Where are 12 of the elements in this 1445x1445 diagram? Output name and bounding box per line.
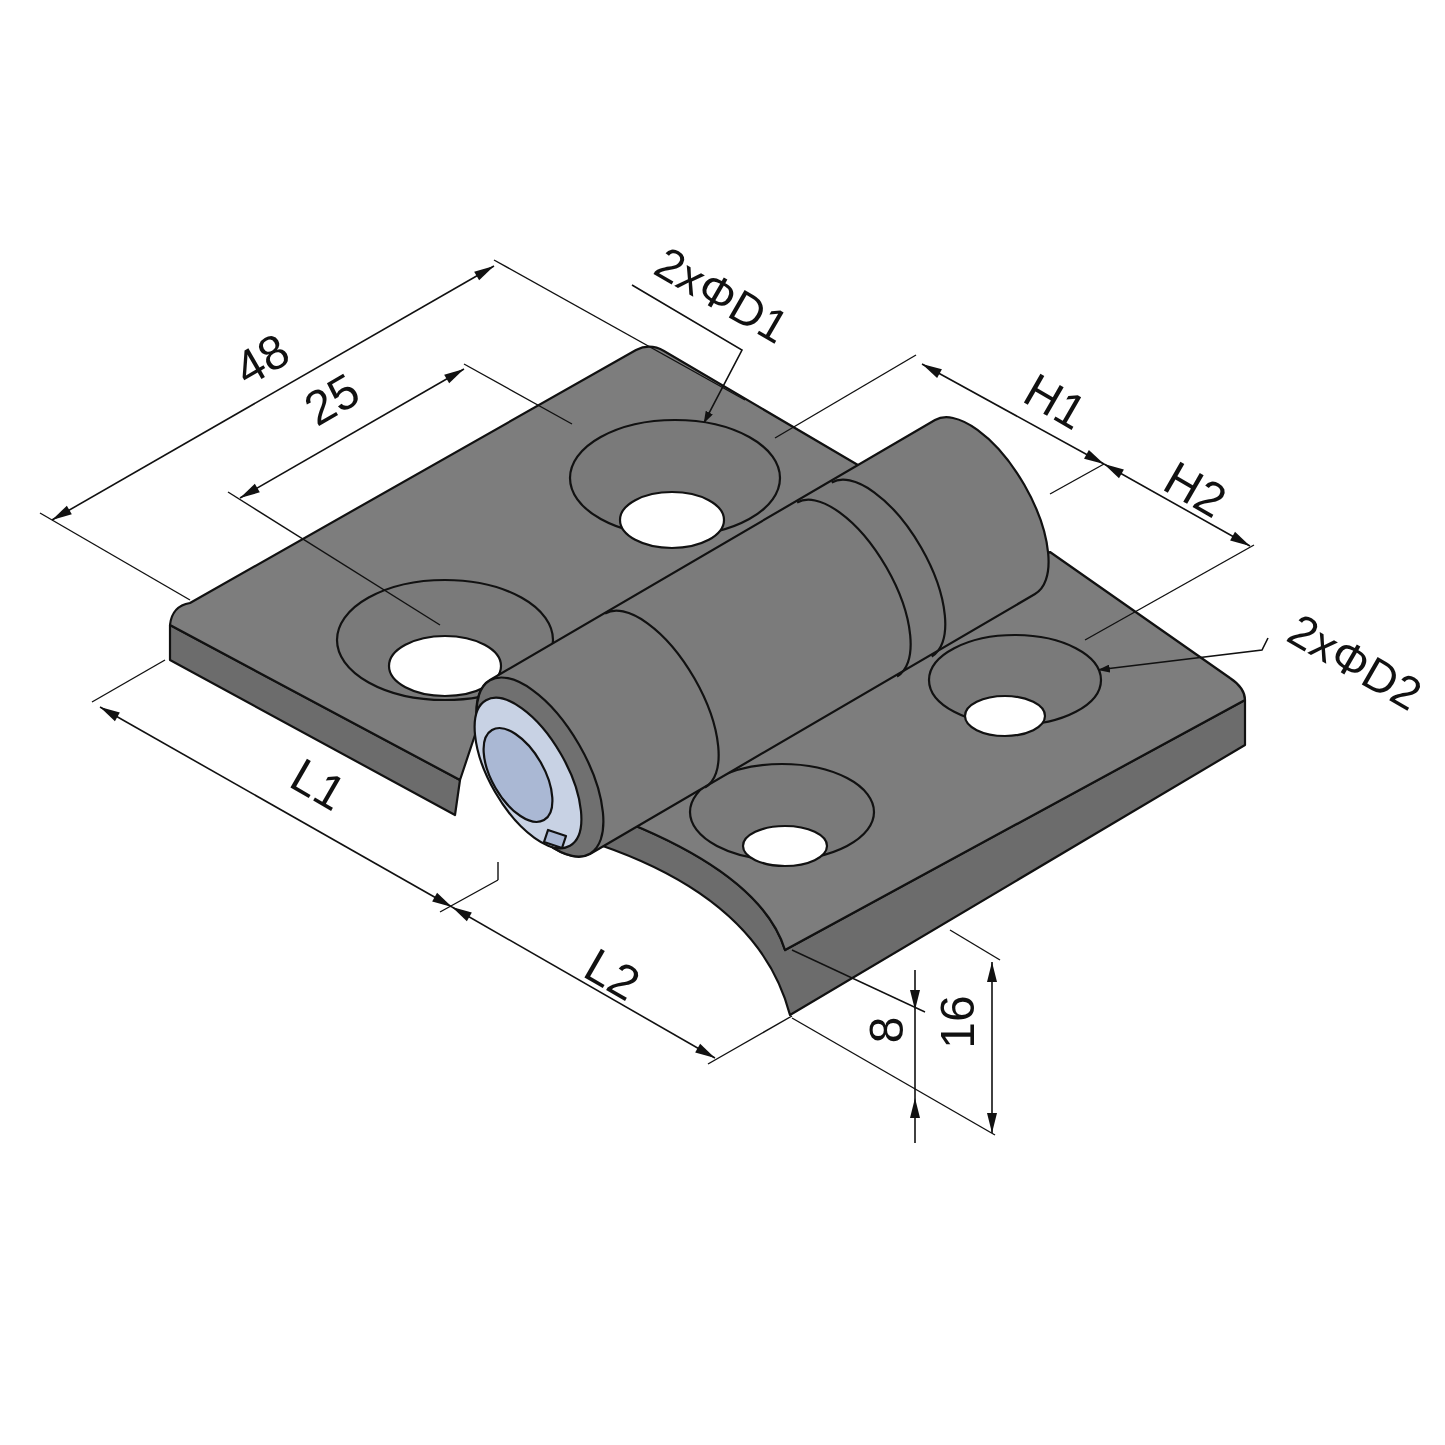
dimension-label: 25: [296, 365, 368, 435]
dimension-label: L1: [282, 750, 354, 820]
leader-line: [631, 284, 744, 424]
dimension-label: H2: [1156, 453, 1234, 527]
dimension-label: 8: [863, 1016, 911, 1044]
dimension-label: H1: [1016, 365, 1094, 439]
leader-line: [1097, 637, 1269, 673]
dimension-label: 48: [226, 325, 298, 395]
dimension-label: 16: [934, 995, 982, 1049]
dimension-label: L2: [576, 940, 648, 1010]
countersunk-hole: [927, 633, 1103, 738]
countersunk-hole: [568, 418, 782, 550]
